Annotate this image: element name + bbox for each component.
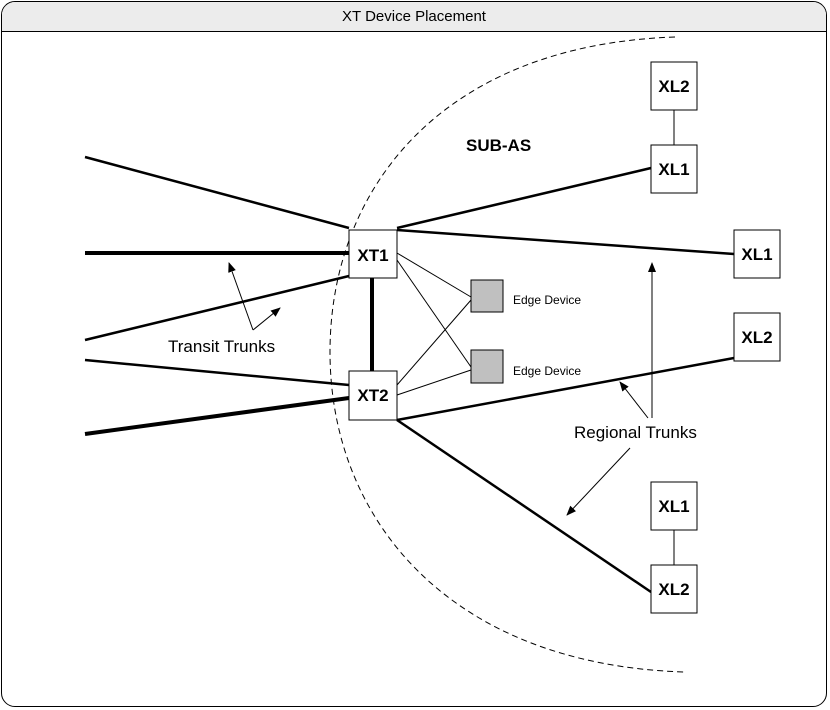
node-xt1: XT1	[348, 229, 398, 279]
edge-device-label: Edge Device	[513, 293, 581, 307]
transit-trunk-line	[84, 274, 350, 342]
node-label: XL2	[741, 328, 772, 347]
node-label: XL1	[658, 497, 689, 516]
transit-trunks-label: Transit Trunks	[168, 337, 275, 356]
regional-trunk-line	[396, 228, 735, 256]
edge-link	[396, 259, 472, 368]
sub-as-boundary	[329, 36, 686, 673]
edge-link	[396, 369, 472, 396]
regional-trunk-line	[396, 418, 652, 594]
edge-link	[396, 252, 472, 298]
node-label: XL2	[658, 77, 689, 96]
node-label: XT1	[357, 246, 388, 265]
node-xt2: XT2	[348, 370, 398, 421]
transit-trunk-line	[84, 155, 350, 230]
annotation-arrow	[252, 307, 281, 331]
regional-trunk-line	[396, 356, 735, 422]
node-xl1-mid: XL1	[733, 229, 781, 279]
transit-trunk-line	[84, 396, 350, 436]
node-xl1-bottom: XL1	[650, 481, 698, 531]
node-label: XT2	[357, 386, 388, 405]
node-xl2-mid: XL2	[733, 312, 781, 362]
node-label: XL1	[658, 160, 689, 179]
edge-device-2: Edge Device	[470, 349, 581, 384]
edge-links	[396, 252, 472, 396]
node-xl2-bottom: XL2	[650, 564, 698, 614]
node-label: XL1	[741, 245, 772, 264]
node-xl2-top: XL2	[650, 61, 698, 111]
transit-trunks	[84, 155, 350, 436]
window-title: XT Device Placement	[2, 2, 826, 32]
edge-device-label: Edge Device	[513, 364, 581, 378]
annotation-arrow	[619, 381, 649, 419]
annotation-arrow	[566, 447, 631, 516]
sub-as-label: SUB-AS	[466, 136, 531, 155]
node-xl1-top: XL1	[650, 144, 698, 194]
regional-trunk-line	[396, 166, 652, 230]
node-label: XL2	[658, 580, 689, 599]
regional-trunks	[396, 166, 735, 594]
edge-link	[396, 299, 472, 386]
transit-trunk-line	[84, 358, 350, 387]
annotation-arrow	[228, 262, 254, 331]
edge-device-1: Edge Device	[470, 279, 581, 313]
regional-trunks-label: Regional Trunks	[574, 423, 697, 442]
